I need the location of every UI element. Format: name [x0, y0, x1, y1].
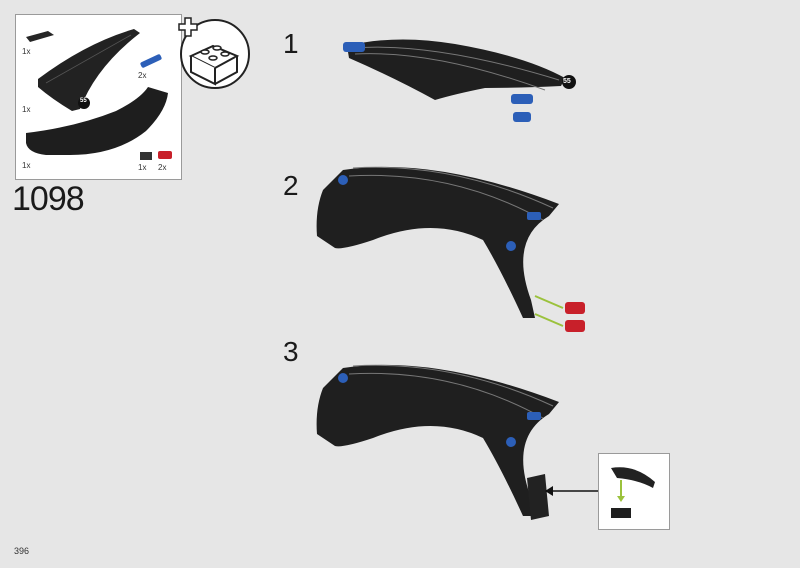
- page-number: 396: [14, 546, 30, 556]
- step-1-assembly: 55: [335, 28, 585, 132]
- step-number: 2: [283, 170, 299, 201]
- qty-label: 2x: [158, 163, 167, 172]
- qty-label: 1x: [138, 163, 147, 172]
- blue-pin-icon: [140, 54, 162, 68]
- qty-label: 1x: [22, 47, 31, 56]
- qty-label: 1x: [22, 105, 31, 114]
- parts-badge-text: 55: [80, 98, 87, 104]
- parts-badge-circle: [78, 97, 90, 109]
- black-plate-icon: [140, 152, 152, 160]
- large-mudguard-panel-icon: [26, 87, 168, 155]
- step-3-assembly: [313, 348, 563, 524]
- curved-arch-panel-icon: [38, 29, 140, 111]
- step-badge-text: 55: [563, 78, 571, 85]
- qty-label: 1x: [22, 161, 31, 170]
- parts-list-box: 1x 2x 1x 1x 1x 2x 55: [15, 14, 182, 180]
- arrow-icon: [545, 486, 599, 496]
- step-number: 1: [283, 28, 299, 59]
- add-new-brick-icon: [173, 12, 251, 90]
- qty-label: 2x: [138, 71, 147, 80]
- step-number: 3: [283, 336, 299, 367]
- step-2-assembly: [313, 150, 603, 350]
- step-badge-circle: [562, 75, 576, 89]
- part-number: 1098: [12, 180, 85, 218]
- parts-list-drawing: [26, 29, 172, 160]
- sub-assembly-callout: [598, 453, 670, 530]
- red-pin-icon: [158, 151, 172, 159]
- small-curved-tile-icon: [26, 31, 54, 42]
